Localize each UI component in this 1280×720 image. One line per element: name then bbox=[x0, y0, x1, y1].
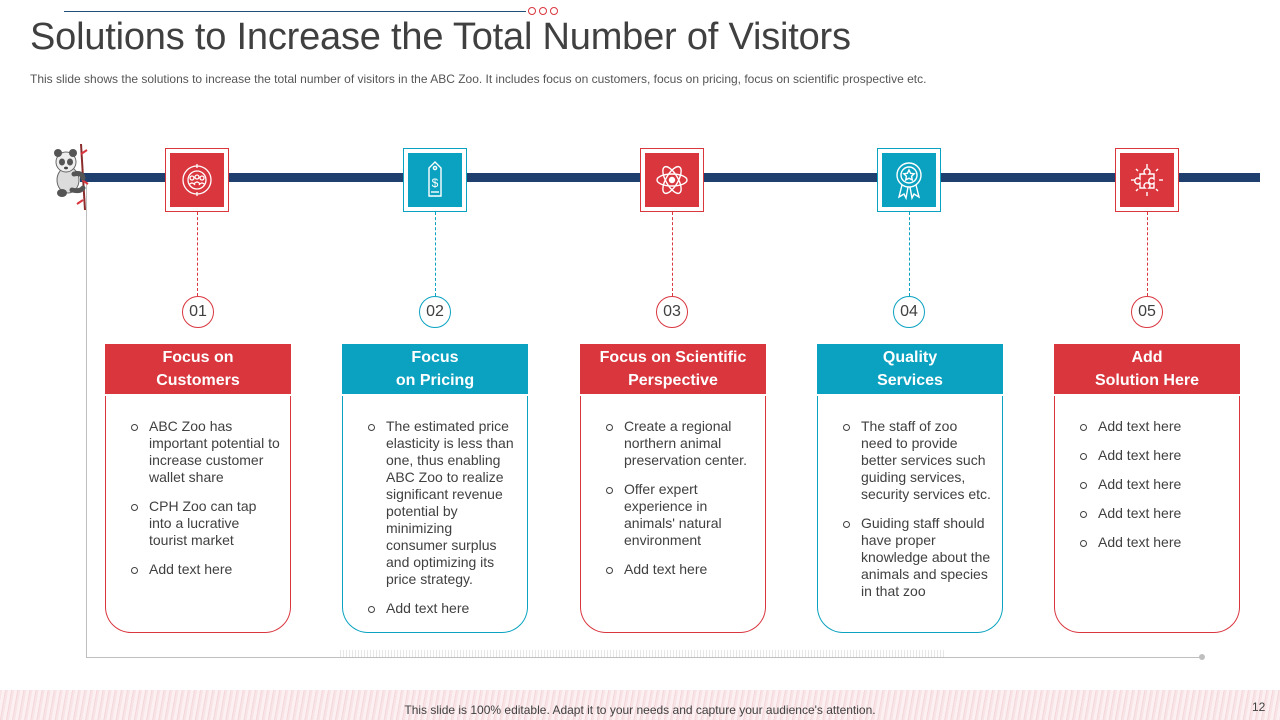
list-item: Add text here bbox=[1079, 505, 1229, 522]
svg-text:$: $ bbox=[432, 176, 439, 190]
list-item: Create a regional northern animal preser… bbox=[605, 418, 755, 469]
column-3-number: 03 bbox=[656, 296, 688, 328]
price-tag-icon: $ bbox=[428, 161, 442, 197]
footer-grass-band bbox=[0, 690, 1280, 720]
column-1-card: ABC Zoo has important potential to incre… bbox=[105, 396, 291, 633]
column-5-icon-box bbox=[1115, 148, 1179, 212]
list-item: Offer expert experience in animals' natu… bbox=[605, 481, 755, 549]
column-1-connector bbox=[197, 212, 198, 296]
column-5-connector bbox=[1147, 212, 1148, 296]
list-item: CPH Zoo can tap into a lucrative tourist… bbox=[130, 498, 280, 549]
column-3-card: Create a regional northern animal preser… bbox=[580, 396, 766, 633]
column-4-card: The staff of zoo need to provide better … bbox=[817, 396, 1003, 633]
list-item: Add text here bbox=[1079, 534, 1229, 551]
panda-icon bbox=[54, 143, 89, 211]
column-2-card: The estimated price elasticity is less t… bbox=[342, 396, 528, 633]
list-item: Add text here bbox=[130, 561, 280, 578]
list-item: ABC Zoo has important potential to incre… bbox=[130, 418, 280, 486]
column-1-icon-box bbox=[165, 148, 229, 212]
slide-title: Solutions to Increase the Total Number o… bbox=[30, 16, 851, 58]
list-item: Add text here bbox=[1079, 418, 1229, 435]
list-item: Guiding staff should have proper knowled… bbox=[842, 515, 992, 600]
page-number: 12 bbox=[1252, 700, 1266, 714]
atom-icon bbox=[656, 165, 688, 195]
list-item: The staff of zoo need to provide better … bbox=[842, 418, 992, 503]
column-5-number: 05 bbox=[1131, 296, 1163, 328]
top-accent-dots bbox=[528, 7, 558, 15]
puzzle-piece-icon bbox=[1131, 164, 1163, 196]
column-2-connector bbox=[435, 212, 436, 296]
column-2-number: 02 bbox=[419, 296, 451, 328]
column-4-connector bbox=[909, 212, 910, 296]
frame-end-dot bbox=[1199, 654, 1205, 660]
list-item: Add text here bbox=[1079, 447, 1229, 464]
column-5-card: Add text here Add text here Add text her… bbox=[1054, 396, 1240, 633]
award-badge-icon bbox=[896, 162, 922, 200]
column-2-icon-box: $ bbox=[403, 148, 467, 212]
footer-text: This slide is 100% editable. Adapt it to… bbox=[404, 703, 876, 717]
people-target-icon bbox=[182, 164, 212, 196]
list-item: Add text here bbox=[605, 561, 755, 578]
list-item: Add text here bbox=[367, 600, 517, 617]
column-1-number: 01 bbox=[182, 296, 214, 328]
list-item: Add text here bbox=[1079, 476, 1229, 493]
slide-subtitle: This slide shows the solutions to increa… bbox=[30, 72, 927, 86]
column-3-connector bbox=[672, 212, 673, 296]
frame-horizontal-line bbox=[86, 657, 1202, 658]
ground-hatch bbox=[340, 650, 946, 657]
list-item: The estimated price elasticity is less t… bbox=[367, 418, 517, 588]
top-accent-line bbox=[64, 11, 526, 12]
column-4-icon-box bbox=[877, 148, 941, 212]
column-3-icon-box bbox=[640, 148, 704, 212]
column-4-number: 04 bbox=[893, 296, 925, 328]
frame-vertical-line bbox=[86, 182, 87, 658]
